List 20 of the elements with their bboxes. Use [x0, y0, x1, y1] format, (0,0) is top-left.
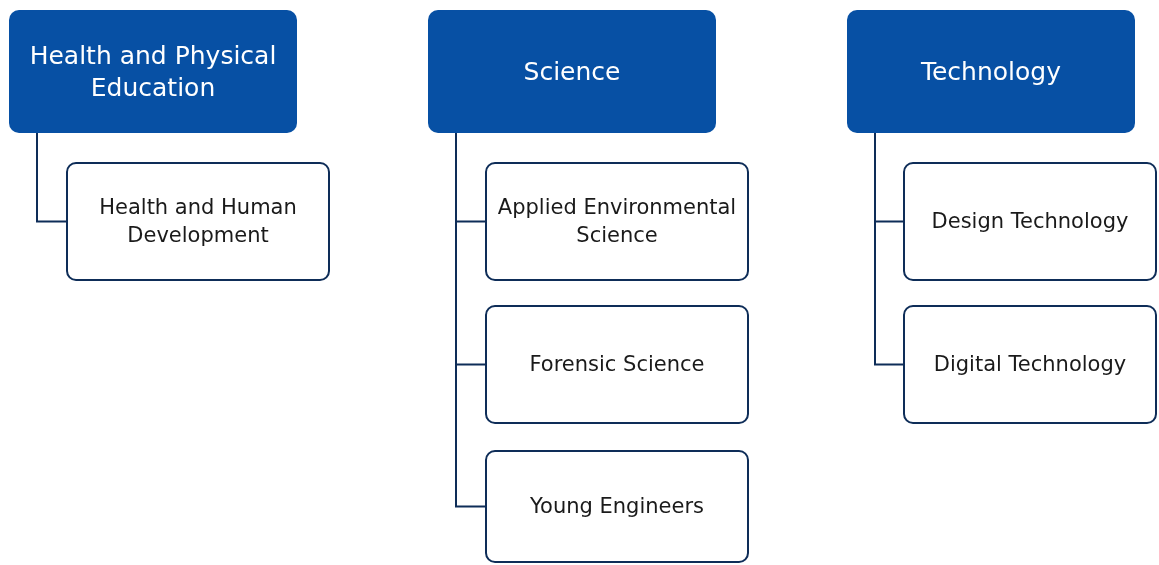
connector-line — [36, 132, 67, 223]
box-label: Technology — [920, 55, 1061, 88]
subject-box — [485, 162, 749, 281]
connector-line — [874, 132, 904, 366]
box-label: Health and Human Development — [98, 194, 298, 249]
subject-box — [66, 162, 330, 281]
category-box — [9, 10, 297, 133]
subject-box — [485, 450, 749, 563]
box-label: Science — [523, 55, 621, 88]
subject-box — [903, 305, 1157, 424]
box-label: Health and Physical Education — [28, 40, 278, 103]
box-label: Young Engineers — [530, 492, 704, 520]
box-label: Digital Technology — [933, 350, 1127, 378]
category-box — [847, 10, 1135, 133]
box-label: Applied Environmental Science — [496, 194, 738, 249]
subject-box — [485, 305, 749, 424]
box-label: Design Technology — [931, 207, 1129, 235]
category-box — [428, 10, 716, 133]
box-label: Forensic Science — [529, 350, 705, 378]
subject-box — [903, 162, 1157, 281]
